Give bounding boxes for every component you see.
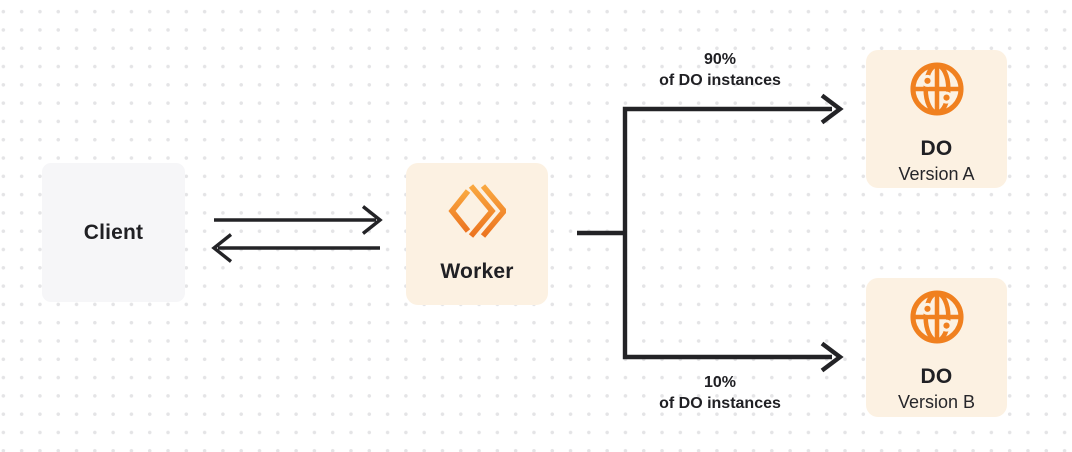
top-branch-caption: of DO instances bbox=[659, 72, 781, 89]
do-version-a-node: DO Version A bbox=[866, 50, 1007, 188]
bottom-branch-caption: of DO instances bbox=[659, 395, 781, 412]
do-version-b-node: DO Version B bbox=[866, 278, 1007, 417]
do-version-a-subtitle: Version A bbox=[898, 164, 975, 184]
worker-node-label: Worker bbox=[440, 260, 514, 283]
do-version-a-title: DO bbox=[920, 137, 953, 160]
arrow-head-to-do-b-icon bbox=[820, 341, 844, 373]
client-node-label: Client bbox=[83, 220, 144, 244]
worker-to-client-arrow bbox=[211, 233, 380, 263]
worker-branch-split bbox=[577, 93, 844, 373]
bottom-branch-label: 10% of DO instances bbox=[610, 372, 830, 414]
top-branch-percent: 90% bbox=[703, 51, 737, 68]
globe-icon bbox=[908, 288, 966, 346]
bottom-branch-percent: 10% bbox=[703, 374, 737, 391]
workers-brackets-icon bbox=[448, 184, 508, 238]
arrow-head-right-icon bbox=[361, 205, 383, 235]
branch-trunk-line bbox=[622, 106, 832, 360]
top-branch-label: 90% of DO instances bbox=[610, 49, 830, 91]
globe-icon bbox=[908, 60, 966, 118]
client-node: Client bbox=[42, 163, 185, 302]
client-to-worker-arrow bbox=[214, 205, 383, 235]
do-version-b-title: DO bbox=[920, 365, 953, 388]
arrow-head-to-do-a-icon bbox=[820, 93, 844, 125]
worker-node: Worker bbox=[406, 163, 548, 305]
arrow-head-left-icon bbox=[211, 233, 233, 263]
do-version-b-subtitle: Version B bbox=[897, 392, 976, 412]
